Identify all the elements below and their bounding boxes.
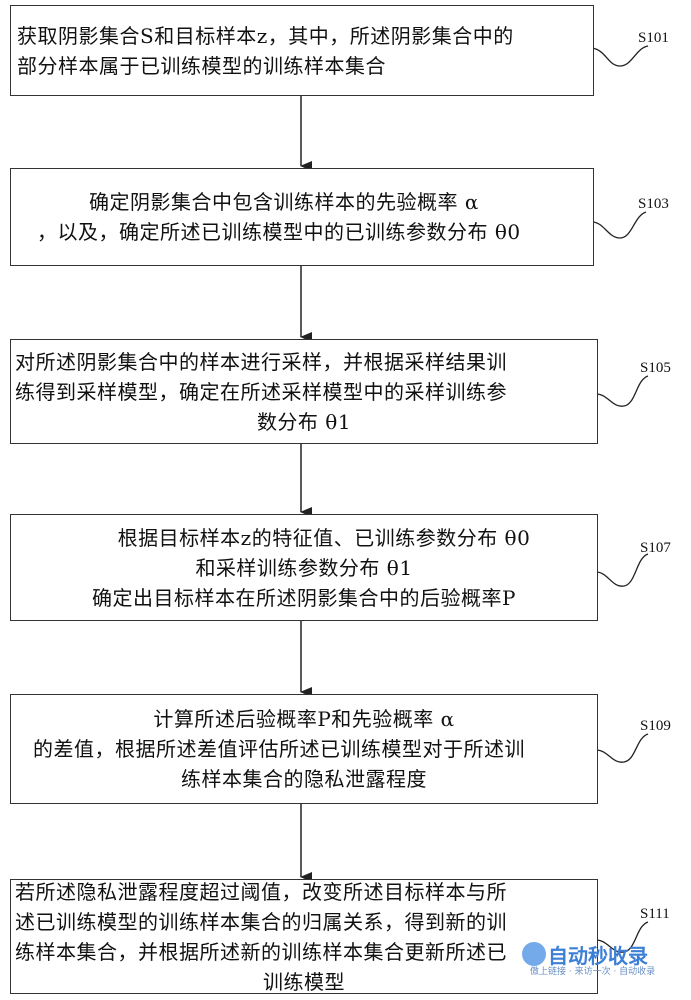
step-text-line: 述已训练模型的训练样本集合的归属关系，得到新的训: [15, 909, 507, 934]
step-text-line: 根据目标样本z的特征值、已训练参数分布 θ0: [117, 525, 531, 550]
step-label-s105: S105: [640, 360, 671, 376]
leader-s105: [595, 375, 649, 407]
step-text-line: 训练模型: [263, 969, 345, 994]
step-text-line: 获取阴影集合S和目标样本z，其中，所述阴影集合中的: [17, 23, 514, 48]
step-text-line: 练样本集合，并根据所述新的训练样本集合更新所述已: [15, 939, 507, 964]
step-box-s107: 根据目标样本z的特征值、已训练参数分布 θ0 和采样训练参数分布 θ1 确定出目…: [10, 514, 598, 621]
step-label-s101: S101: [638, 30, 669, 46]
leader-s109: [595, 733, 649, 763]
watermark: 自动秒收录 傲上链接 · 来访一次 · 自动收录: [508, 938, 688, 978]
step-box-s111: 若所述隐私泄露程度超过阈值，改变所述目标样本与所 述已训练模型的训练样本集合的归…: [10, 879, 598, 994]
step-text-line: 练样本集合的隐私泄露程度: [181, 767, 427, 791]
step-label-s109: S109: [640, 718, 671, 734]
step-text-line: 部分样本属于已训练模型的训练样本集合: [17, 53, 386, 78]
step-box-s109: 计算所述后验概率P和先验概率 α 的差值，根据所述差值评估所述已训练模型对于所述…: [10, 694, 598, 804]
step-label-s103: S103: [638, 196, 669, 212]
step-text-line: 数分布 θ1: [256, 409, 352, 434]
watermark-subtext: 傲上链接 · 来访一次 · 自动收录: [530, 967, 656, 977]
step-box-s101: 获取阴影集合S和目标样本z，其中，所述阴影集合中的 部分样本属于已训练模型的训练…: [10, 5, 594, 96]
step-text-line: 练得到采样模型，确定在所述采样模型中的采样训练参: [15, 379, 507, 404]
step-text-line: 确定出目标样本在所述阴影集合中的后验概率P: [92, 585, 516, 610]
step-box-s103: 确定阴影集合中包含训练样本的先验概率 α ，以及，确定所述已训练模型中的已训练参…: [10, 168, 594, 266]
step-text-line: 的差值，根据所述差值评估所述已训练模型对于所述训: [33, 737, 525, 761]
step-text-line: 和采样训练参数分布 θ1: [195, 555, 413, 580]
step-label-s107: S107: [640, 540, 671, 556]
step-text-line: 确定阴影集合中包含训练样本的先验概率 α: [89, 190, 479, 214]
step-text-line: 若所述隐私泄露程度超过阈值，改变所述目标样本与所: [15, 879, 507, 904]
watermark-logo-icon: [522, 942, 546, 966]
step-text-line: ，以及，确定所述已训练模型中的已训练参数分布 θ0: [37, 220, 521, 244]
step-box-s105: 对所述阴影集合中的样本进行采样，并根据采样结果训 练得到采样模型，确定在所述采样…: [10, 339, 598, 444]
leader-s103: [591, 211, 647, 239]
leader-s111: [595, 921, 649, 953]
step-label-s111: S111: [640, 906, 670, 922]
leader-s101: [591, 45, 649, 67]
step-text-line: 计算所述后验概率P和先验概率 α: [153, 707, 455, 731]
watermark-text: 自动秒收录: [548, 944, 648, 968]
leader-s107: [595, 553, 649, 587]
step-text-line: 对所述阴影集合中的样本进行采样，并根据采样结果训: [15, 349, 507, 374]
